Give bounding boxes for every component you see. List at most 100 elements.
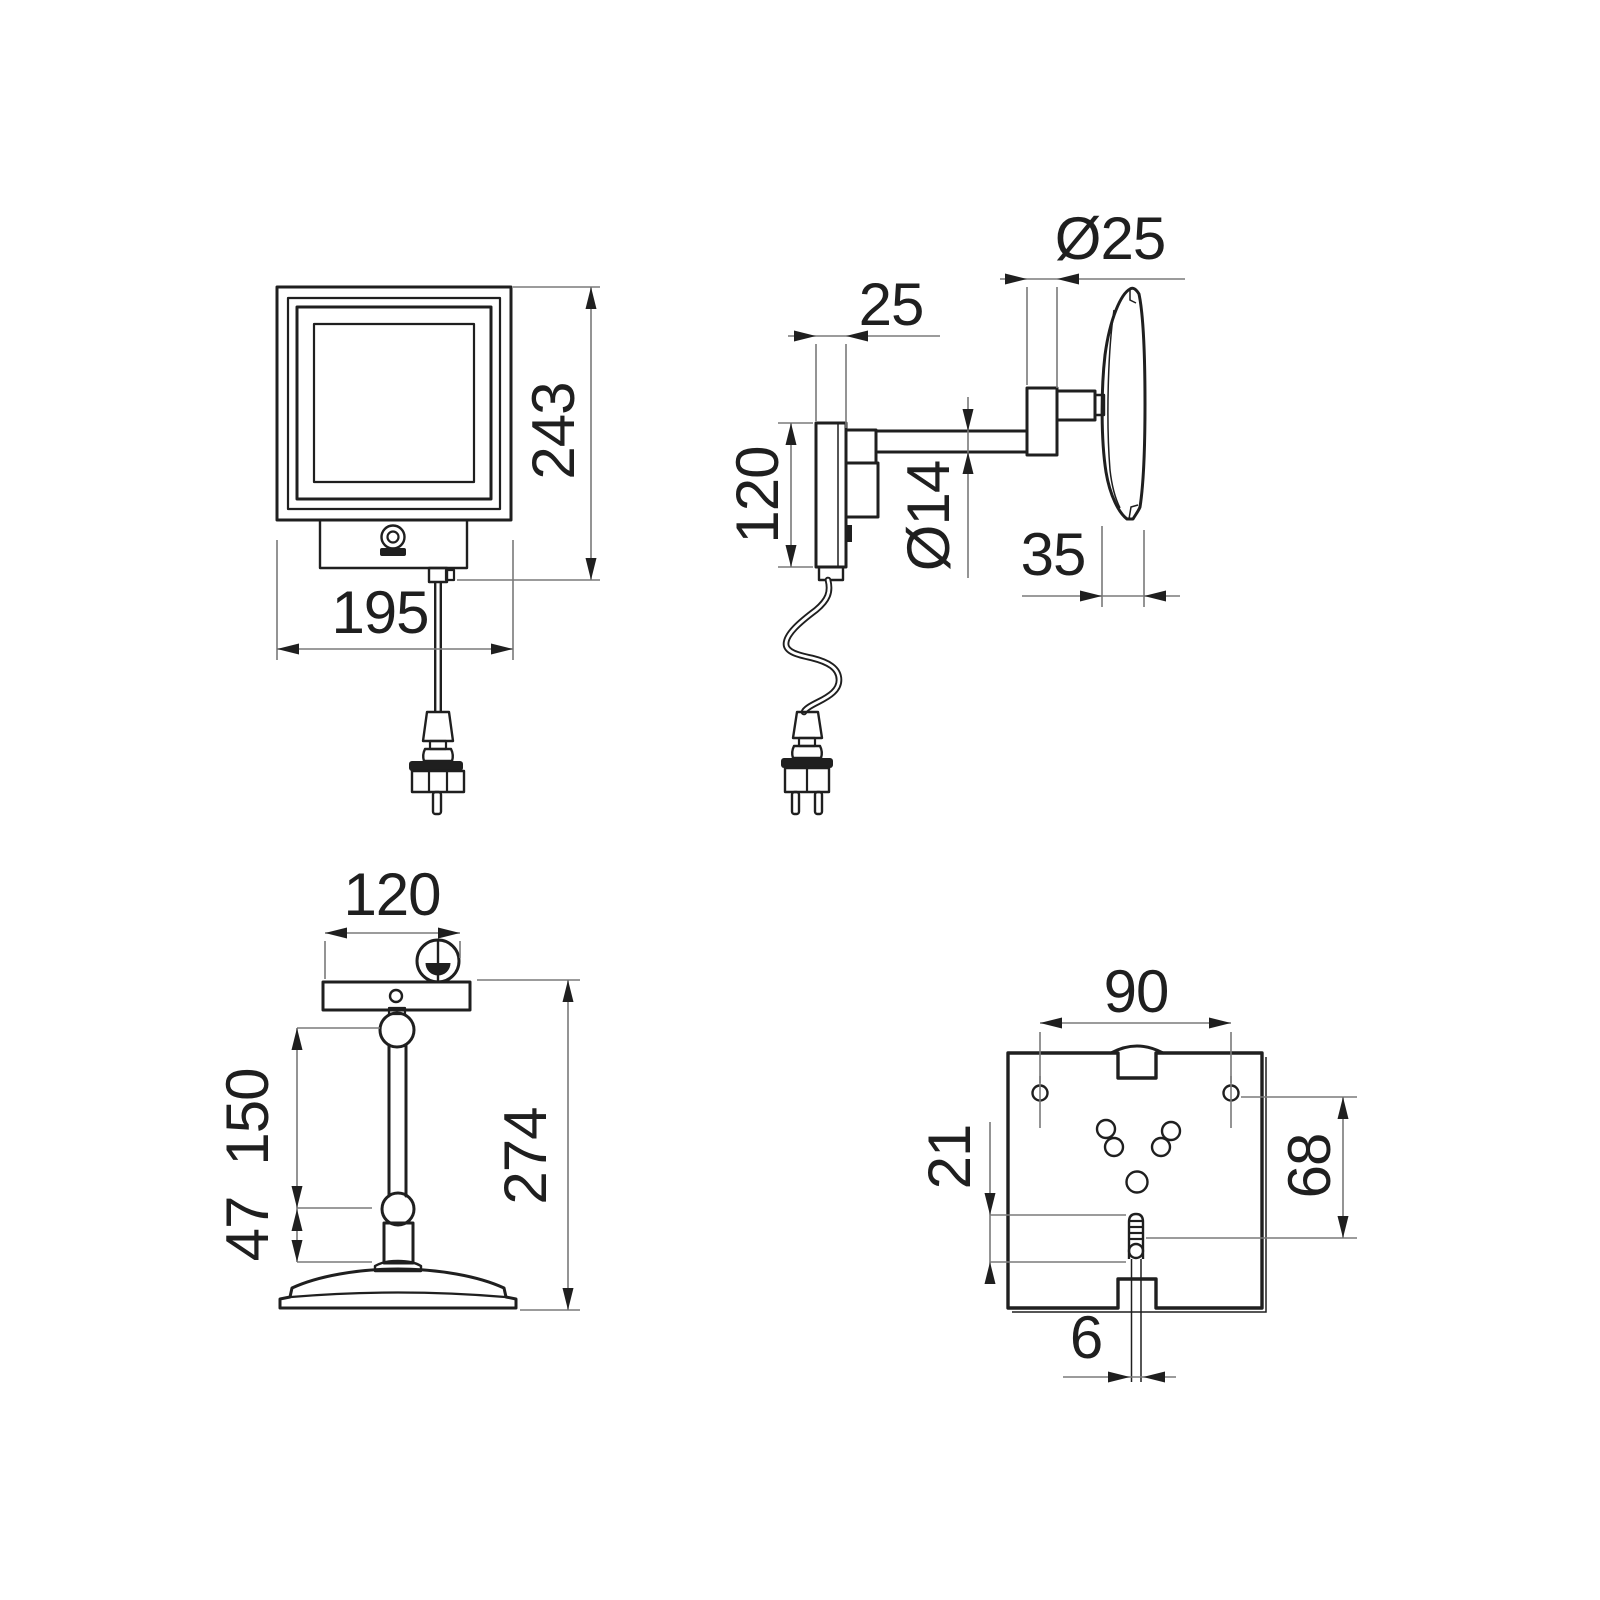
plug-pin [813, 790, 824, 816]
plug-strain-relief [791, 710, 824, 740]
arrowhead [984, 1262, 996, 1284]
wall-plate [814, 421, 848, 569]
dim-side-mirror-depth: 35 [1021, 521, 1086, 588]
dim-back-cable-width: 6 [1070, 1304, 1102, 1371]
arrowhead [794, 330, 816, 342]
mirror-glass [312, 322, 476, 484]
dim-side-arm-diameter: Ø14 [895, 461, 962, 571]
pedestal-view: 120 150 47 274 [214, 861, 580, 1311]
small-hole [1160, 1120, 1182, 1142]
plug-shoulder [791, 744, 823, 760]
backplate-outline [1006, 1051, 1264, 1310]
joint-pivot [1093, 393, 1106, 417]
dim-side-joint-diameter: Ø25 [1055, 205, 1165, 272]
stand-column [382, 1221, 415, 1265]
cord-stub [817, 565, 845, 582]
arrowhead [1057, 273, 1079, 285]
mirror-frame-mid [286, 296, 502, 511]
plug-shoulder [422, 747, 454, 763]
small-hole [1103, 1136, 1125, 1158]
dim-stand-neck-height: 47 [214, 1197, 281, 1262]
plug-cap [781, 758, 833, 768]
arrowhead [984, 1193, 996, 1215]
backplate-view: 90 68 21 6 [916, 958, 1357, 1383]
coiled-cord-inner [784, 578, 841, 714]
knob-base [380, 548, 406, 556]
arrowhead [277, 643, 299, 655]
arrowhead [962, 409, 974, 431]
control-box [318, 518, 469, 570]
arrowhead [291, 1028, 303, 1050]
dim-back-hole-to-clamp: 68 [1276, 1134, 1343, 1199]
joint-neck [1055, 389, 1097, 422]
plug-pin [431, 790, 443, 816]
arm-bracket-upper [844, 428, 878, 465]
arrowhead [1209, 1017, 1231, 1029]
backplate-shadow [1012, 1057, 1267, 1313]
stand-base-rim [290, 1291, 506, 1299]
mirror-frame-outer [275, 285, 513, 522]
column-flange [373, 1259, 423, 1273]
head-hole [388, 988, 404, 1004]
arrowhead [491, 643, 513, 655]
arrowhead [291, 1240, 303, 1262]
dim-stand-head-width: 120 [343, 861, 440, 928]
arrowhead [962, 452, 974, 474]
knob-outer [380, 524, 406, 550]
ball-joint-upper [378, 1011, 416, 1049]
mirror-profile [1100, 286, 1147, 521]
plug-strain-relief [421, 710, 455, 743]
dim-side-plate-depth: 25 [859, 271, 924, 338]
mirror-profile-step-top [1129, 289, 1137, 304]
plate-cord-exit [846, 525, 852, 542]
mirror-frame-inner [295, 305, 493, 501]
arrowhead [785, 423, 797, 445]
dim-front-width: 195 [331, 579, 428, 646]
arrowhead [1005, 273, 1027, 285]
arrowhead [1108, 1371, 1130, 1383]
arrowhead [291, 1209, 303, 1231]
arrowhead [325, 927, 347, 939]
small-hole [1095, 1118, 1117, 1140]
arrowhead [291, 1186, 303, 1208]
arrowhead [562, 1288, 574, 1310]
arm-bracket-lower [844, 461, 880, 519]
clamp-ball [1127, 1242, 1145, 1260]
arrowhead [785, 545, 797, 567]
center-hole [1125, 1170, 1149, 1194]
dim-stand-rod-length: 150 [214, 1068, 281, 1165]
arrowhead [585, 558, 597, 580]
mirror-profile-inner [1107, 309, 1121, 509]
arrowhead [1337, 1216, 1349, 1238]
dim-back-hole-spacing: 90 [1104, 958, 1169, 1025]
arrowhead [1143, 1371, 1165, 1383]
arrowhead [1040, 1017, 1062, 1029]
knob-inner [386, 530, 400, 544]
mirror-head-edge [321, 980, 472, 1012]
arrowhead [562, 980, 574, 1002]
dim-back-clamp-length: 21 [916, 1125, 983, 1190]
cord-exit-detail [444, 568, 456, 582]
knob-shadow [425, 963, 451, 976]
front-view: 243 195 [275, 285, 600, 816]
stand-base [278, 1267, 518, 1310]
arrowhead [846, 330, 868, 342]
hook-bump [1109, 1044, 1165, 1055]
arrowhead [1337, 1097, 1349, 1119]
cable-clamp [1127, 1212, 1145, 1259]
small-hole [1150, 1136, 1172, 1158]
mirror-profile-step-bottom [1128, 504, 1139, 520]
dim-side-plate-height: 120 [724, 446, 791, 543]
coiled-cord [782, 576, 843, 716]
dim-front-height: 243 [520, 382, 587, 479]
mirror-joint-block [1025, 386, 1059, 457]
swivel-knob [415, 938, 461, 984]
arrowhead [438, 927, 460, 939]
dim-stand-total-height: 274 [492, 1107, 559, 1204]
cord-exit-stub [427, 566, 449, 584]
arrowhead [585, 287, 597, 309]
arrowhead [1144, 590, 1166, 602]
ball-joint-lower [380, 1191, 416, 1227]
